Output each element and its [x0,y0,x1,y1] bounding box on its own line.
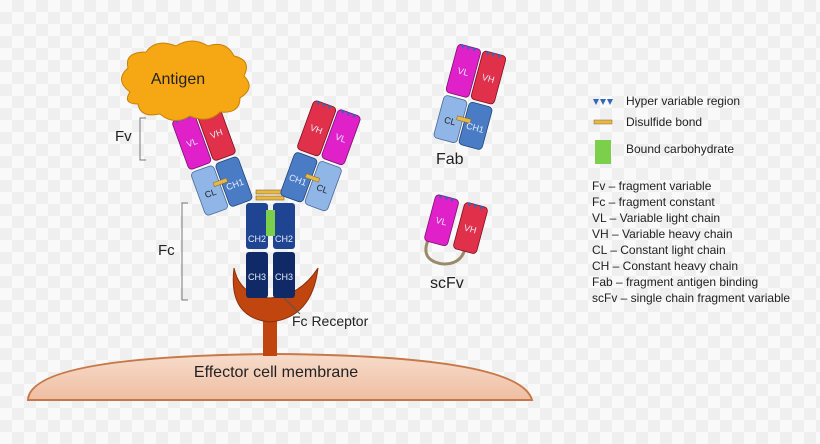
ch3-right [273,252,295,298]
hypervariable-legend-icon [593,99,613,105]
fab-hypervariable-region [461,44,502,59]
definition-cl: CL – Constant light chain [592,243,726,257]
scfv-fragment: VL VH [424,194,488,266]
fab-cl [433,95,468,143]
ch3-left [246,252,268,298]
fab-ch1-label: CH1 [465,121,485,135]
right-cl-label: CL [315,182,329,195]
fc-region: CH2 CH2 CH3 CH3 [246,189,295,298]
legend: Hyper variable region Disulfide bond Bou… [592,94,790,305]
definition-vh: VH – Variable heavy chain [592,227,733,241]
membrane-label: Effector cell membrane [194,364,358,381]
ch2-right [273,203,295,249]
fab-fragment: VL VH CL CH1 [433,44,507,150]
definition-scfv: scFv – single chain fragment variable [592,291,790,305]
ch2-left-label: CH2 [248,234,266,244]
scfv-vl-label: VL [435,215,448,228]
antigen-label: Antigen [151,71,205,88]
ch3-left-label: CH3 [248,272,266,282]
right-vl-label: VL [334,132,348,145]
fc-label: Fc [158,242,175,259]
fc-receptor-label: Fc Receptor [292,313,369,329]
definition-fab: Fab – fragment antigen binding [592,275,758,289]
fab-vh-label: VH [481,72,496,85]
ch3-right-label: CH3 [275,272,293,282]
scfv-hypervariable-region [439,194,484,210]
disulfide-legend-icon [593,119,613,125]
right-fab-arm: VH VL CH1 CL [280,100,361,212]
left-disulfide [212,177,228,187]
scfv-vh-label: VH [463,223,478,236]
hinge-disulfide-1 [255,189,285,195]
definition-vl: VL – Variable light chain [592,211,720,225]
fv-bracket [139,117,146,161]
legend-carbohydrate: Bound carbohydrate [626,142,734,156]
definition-ch: CH – Constant heavy chain [592,259,738,273]
right-vh-label: VH [309,122,324,136]
left-vl-label: VL [185,136,199,149]
right-ch1 [280,152,318,203]
fc-bracket [181,202,188,301]
right-cl [304,161,342,212]
ch2-left [246,203,268,249]
fv-label: Fv [115,128,132,145]
ch2-right-label: CH2 [275,234,293,244]
fab-vl [445,44,481,98]
fab-ch1 [458,101,493,150]
carbohydrate-legend-icon [595,140,611,164]
left-vh-label: VH [209,127,224,141]
legend-disulfide: Disulfide bond [626,115,702,129]
fab-vl-label: VL [457,66,470,79]
definition-fv: Fv – fragment variable [592,179,712,193]
bound-carbohydrate-fc [266,210,275,236]
fab-cl-label: CL [443,115,457,128]
fab-disulfide [456,115,472,124]
scfv-linker [424,240,467,266]
left-fab-arm: VL VH CL CH1 [172,104,253,216]
right-disulfide [304,173,321,183]
left-ch1 [215,156,253,207]
definition-fc: Fc – fragment constant [592,195,715,209]
scfv-label: scFv [430,275,464,292]
hinge-disulfide-2 [255,195,285,201]
legend-hypervariable: Hyper variable region [626,94,740,108]
fc-receptor-pointer [281,295,301,315]
left-cl-label: CL [203,187,217,200]
right-hypervariable-region [317,100,357,119]
antigen-blob [121,40,250,121]
fab-label: Fab [436,151,464,168]
left-cl [191,165,228,216]
fc-receptor-stem [263,318,277,356]
